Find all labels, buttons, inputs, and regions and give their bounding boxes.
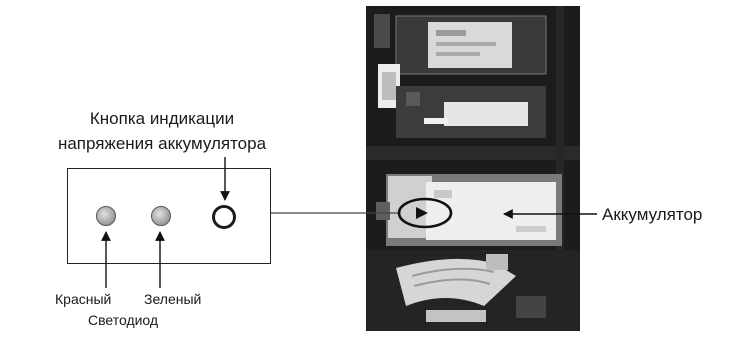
voltage-button-label: Кнопка индикации напряжения аккумулятора <box>12 106 312 156</box>
red-led-label: Красный <box>55 291 112 307</box>
green-led <box>151 206 171 226</box>
device-photo <box>366 6 580 331</box>
green-led-label: Зеленый <box>144 291 202 307</box>
led-caption: Светодиод <box>88 312 159 328</box>
battery-voltage-button[interactable] <box>212 205 236 229</box>
device-photo-drawing <box>366 6 580 331</box>
voltage-button-label-line-2: напряжения аккумулятора <box>57 134 267 153</box>
red-led <box>96 206 116 226</box>
play-triangle-icon <box>416 207 428 219</box>
voltage-button-label-line-1: Кнопка индикации <box>89 109 235 128</box>
battery-indicator-ellipse <box>397 197 453 229</box>
battery-label: Аккумулятор <box>602 205 703 224</box>
